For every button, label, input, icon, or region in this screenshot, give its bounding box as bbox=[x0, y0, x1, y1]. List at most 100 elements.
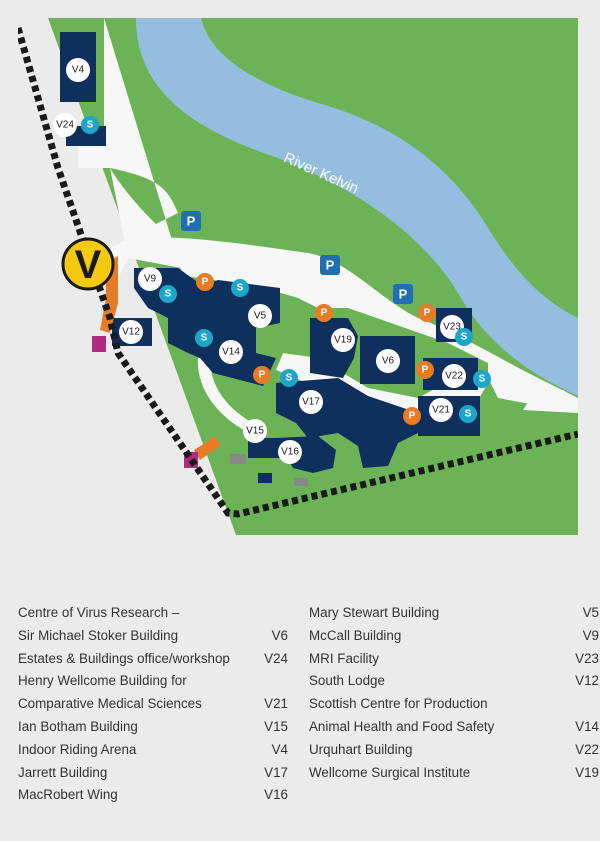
svg-text:S: S bbox=[479, 374, 486, 385]
legend-name: Henry Wellcome Building for bbox=[18, 673, 187, 689]
svg-text:P: P bbox=[187, 214, 196, 229]
svg-text:S: S bbox=[87, 120, 94, 131]
legend-code: V9 bbox=[582, 627, 599, 643]
svg-text:V5: V5 bbox=[254, 311, 267, 322]
legend-name: McCall Building bbox=[309, 627, 402, 643]
svg-text:V15: V15 bbox=[246, 426, 264, 437]
legend-code: V6 bbox=[271, 627, 288, 643]
building-label-v9[interactable]: V9 bbox=[138, 267, 162, 291]
legend-row: South Lodge V12 bbox=[309, 670, 599, 693]
bus-stop-icon: S bbox=[280, 369, 298, 387]
legend-code: V5 bbox=[582, 605, 599, 620]
legend-code: V12 bbox=[575, 673, 599, 689]
legend-code: V22 bbox=[575, 741, 599, 757]
east-path bbox=[523, 390, 578, 413]
legend-name: Scottish Centre for Production bbox=[309, 696, 488, 712]
legend-row: Henry Wellcome Building for bbox=[18, 670, 288, 693]
svg-text:P: P bbox=[422, 365, 429, 376]
building-label-v15[interactable]: V15 bbox=[243, 419, 267, 443]
legend-code: V17 bbox=[264, 764, 288, 780]
gate-west[interactable] bbox=[92, 336, 106, 352]
svg-text:P: P bbox=[202, 277, 209, 288]
building-label-v4[interactable]: V4 bbox=[66, 58, 90, 82]
svg-text:P: P bbox=[424, 308, 431, 319]
svg-text:V12: V12 bbox=[122, 327, 140, 338]
legend-code: V19 bbox=[575, 764, 599, 780]
svg-text:V6: V6 bbox=[382, 356, 395, 367]
campus-map: River Kelvin V V4 V24 V9 V5 V12 V14 V19 … bbox=[18, 18, 578, 535]
bus-stop-icon: S bbox=[473, 370, 491, 388]
legend-name: Urquhart Building bbox=[309, 741, 413, 757]
legend-row: Estates & Buildings office/workshop V24 bbox=[18, 648, 288, 671]
cycle-parking-icon: P bbox=[253, 366, 271, 384]
parking-icon: P bbox=[320, 255, 340, 275]
courtyard bbox=[110, 168, 358, 293]
legend-name: MacRobert Wing bbox=[18, 787, 118, 803]
building-label-v24[interactable]: V24 bbox=[53, 113, 77, 137]
svg-text:P: P bbox=[259, 370, 266, 381]
svg-text:S: S bbox=[165, 289, 172, 300]
access-path-2 bbox=[194, 436, 220, 460]
cycle-parking-icon: P bbox=[403, 407, 421, 425]
outbuilding-grey-2 bbox=[294, 478, 308, 486]
building-label-v21[interactable]: V21 bbox=[429, 398, 453, 422]
site-marker-v[interactable]: V bbox=[61, 237, 115, 291]
cycle-parking-icon: P bbox=[315, 304, 333, 322]
svg-text:V19: V19 bbox=[334, 335, 352, 346]
legend-row: Ian Botham Building V15 bbox=[18, 716, 288, 739]
legend-name: Sir Michael Stoker Building bbox=[18, 627, 179, 643]
svg-text:S: S bbox=[286, 373, 293, 384]
building-label-v6[interactable]: V6 bbox=[376, 349, 400, 373]
building-label-v12[interactable]: V12 bbox=[119, 320, 143, 344]
building-label-v5[interactable]: V5 bbox=[248, 304, 272, 328]
outbuilding-grey bbox=[230, 454, 246, 464]
legend-row: Urquhart Building V22 bbox=[309, 739, 599, 762]
river bbox=[136, 18, 578, 396]
legend-row: Centre of Virus Research – bbox=[18, 602, 288, 625]
building-label-v17[interactable]: V17 bbox=[299, 390, 323, 414]
legend-row: Sir Michael Stoker Building V6 bbox=[18, 625, 288, 648]
svg-text:P: P bbox=[399, 287, 408, 302]
legend-name: MRI Facility bbox=[309, 650, 379, 666]
svg-text:S: S bbox=[201, 333, 208, 344]
legend-name: Comparative Medical Sciences bbox=[18, 696, 202, 712]
cycle-parking-icon: P bbox=[196, 273, 214, 291]
legend-code: V16 bbox=[264, 787, 288, 803]
legend-name: South Lodge bbox=[309, 673, 385, 689]
svg-text:S: S bbox=[465, 409, 472, 420]
building-label-v19[interactable]: V19 bbox=[331, 328, 355, 352]
legend-name: Estates & Buildings office/workshop bbox=[18, 650, 230, 666]
building-label-v16[interactable]: V16 bbox=[278, 440, 302, 464]
svg-text:V4: V4 bbox=[72, 65, 85, 76]
building-label-v22[interactable]: V22 bbox=[442, 364, 466, 388]
legend-row: Scottish Centre for Production bbox=[309, 693, 599, 716]
bus-stop-icon: S bbox=[81, 116, 99, 134]
legend-row: MacRobert Wing V16 bbox=[18, 784, 288, 807]
access-path bbox=[100, 256, 118, 333]
svg-text:V17: V17 bbox=[302, 397, 320, 408]
building-v15-shape bbox=[248, 438, 288, 458]
legend-code: V21 bbox=[264, 696, 288, 712]
cycle-parking-icon: P bbox=[416, 361, 434, 379]
main-road bbox=[78, 18, 578, 413]
svg-text:S: S bbox=[237, 283, 244, 294]
legend-name: Ian Botham Building bbox=[18, 718, 138, 734]
svg-text:V16: V16 bbox=[281, 447, 299, 458]
building-label-v14[interactable]: V14 bbox=[219, 340, 243, 364]
legend-column-left: Centre of Virus Research – Sir Michael S… bbox=[18, 602, 288, 807]
campus-boundary bbox=[18, 27, 578, 518]
svg-text:S: S bbox=[461, 332, 468, 343]
legend-row: Comparative Medical Sciences V21 bbox=[18, 693, 288, 716]
cycle-parking-icon: P bbox=[418, 304, 436, 322]
bus-stop-icon: S bbox=[459, 405, 477, 423]
legend-name: Centre of Virus Research – bbox=[18, 605, 180, 620]
public-road bbox=[18, 18, 236, 535]
site-marker-label: V bbox=[75, 243, 102, 287]
svg-text:P: P bbox=[409, 411, 416, 422]
legend-code: V24 bbox=[264, 650, 288, 666]
legend-code: V15 bbox=[264, 718, 288, 734]
